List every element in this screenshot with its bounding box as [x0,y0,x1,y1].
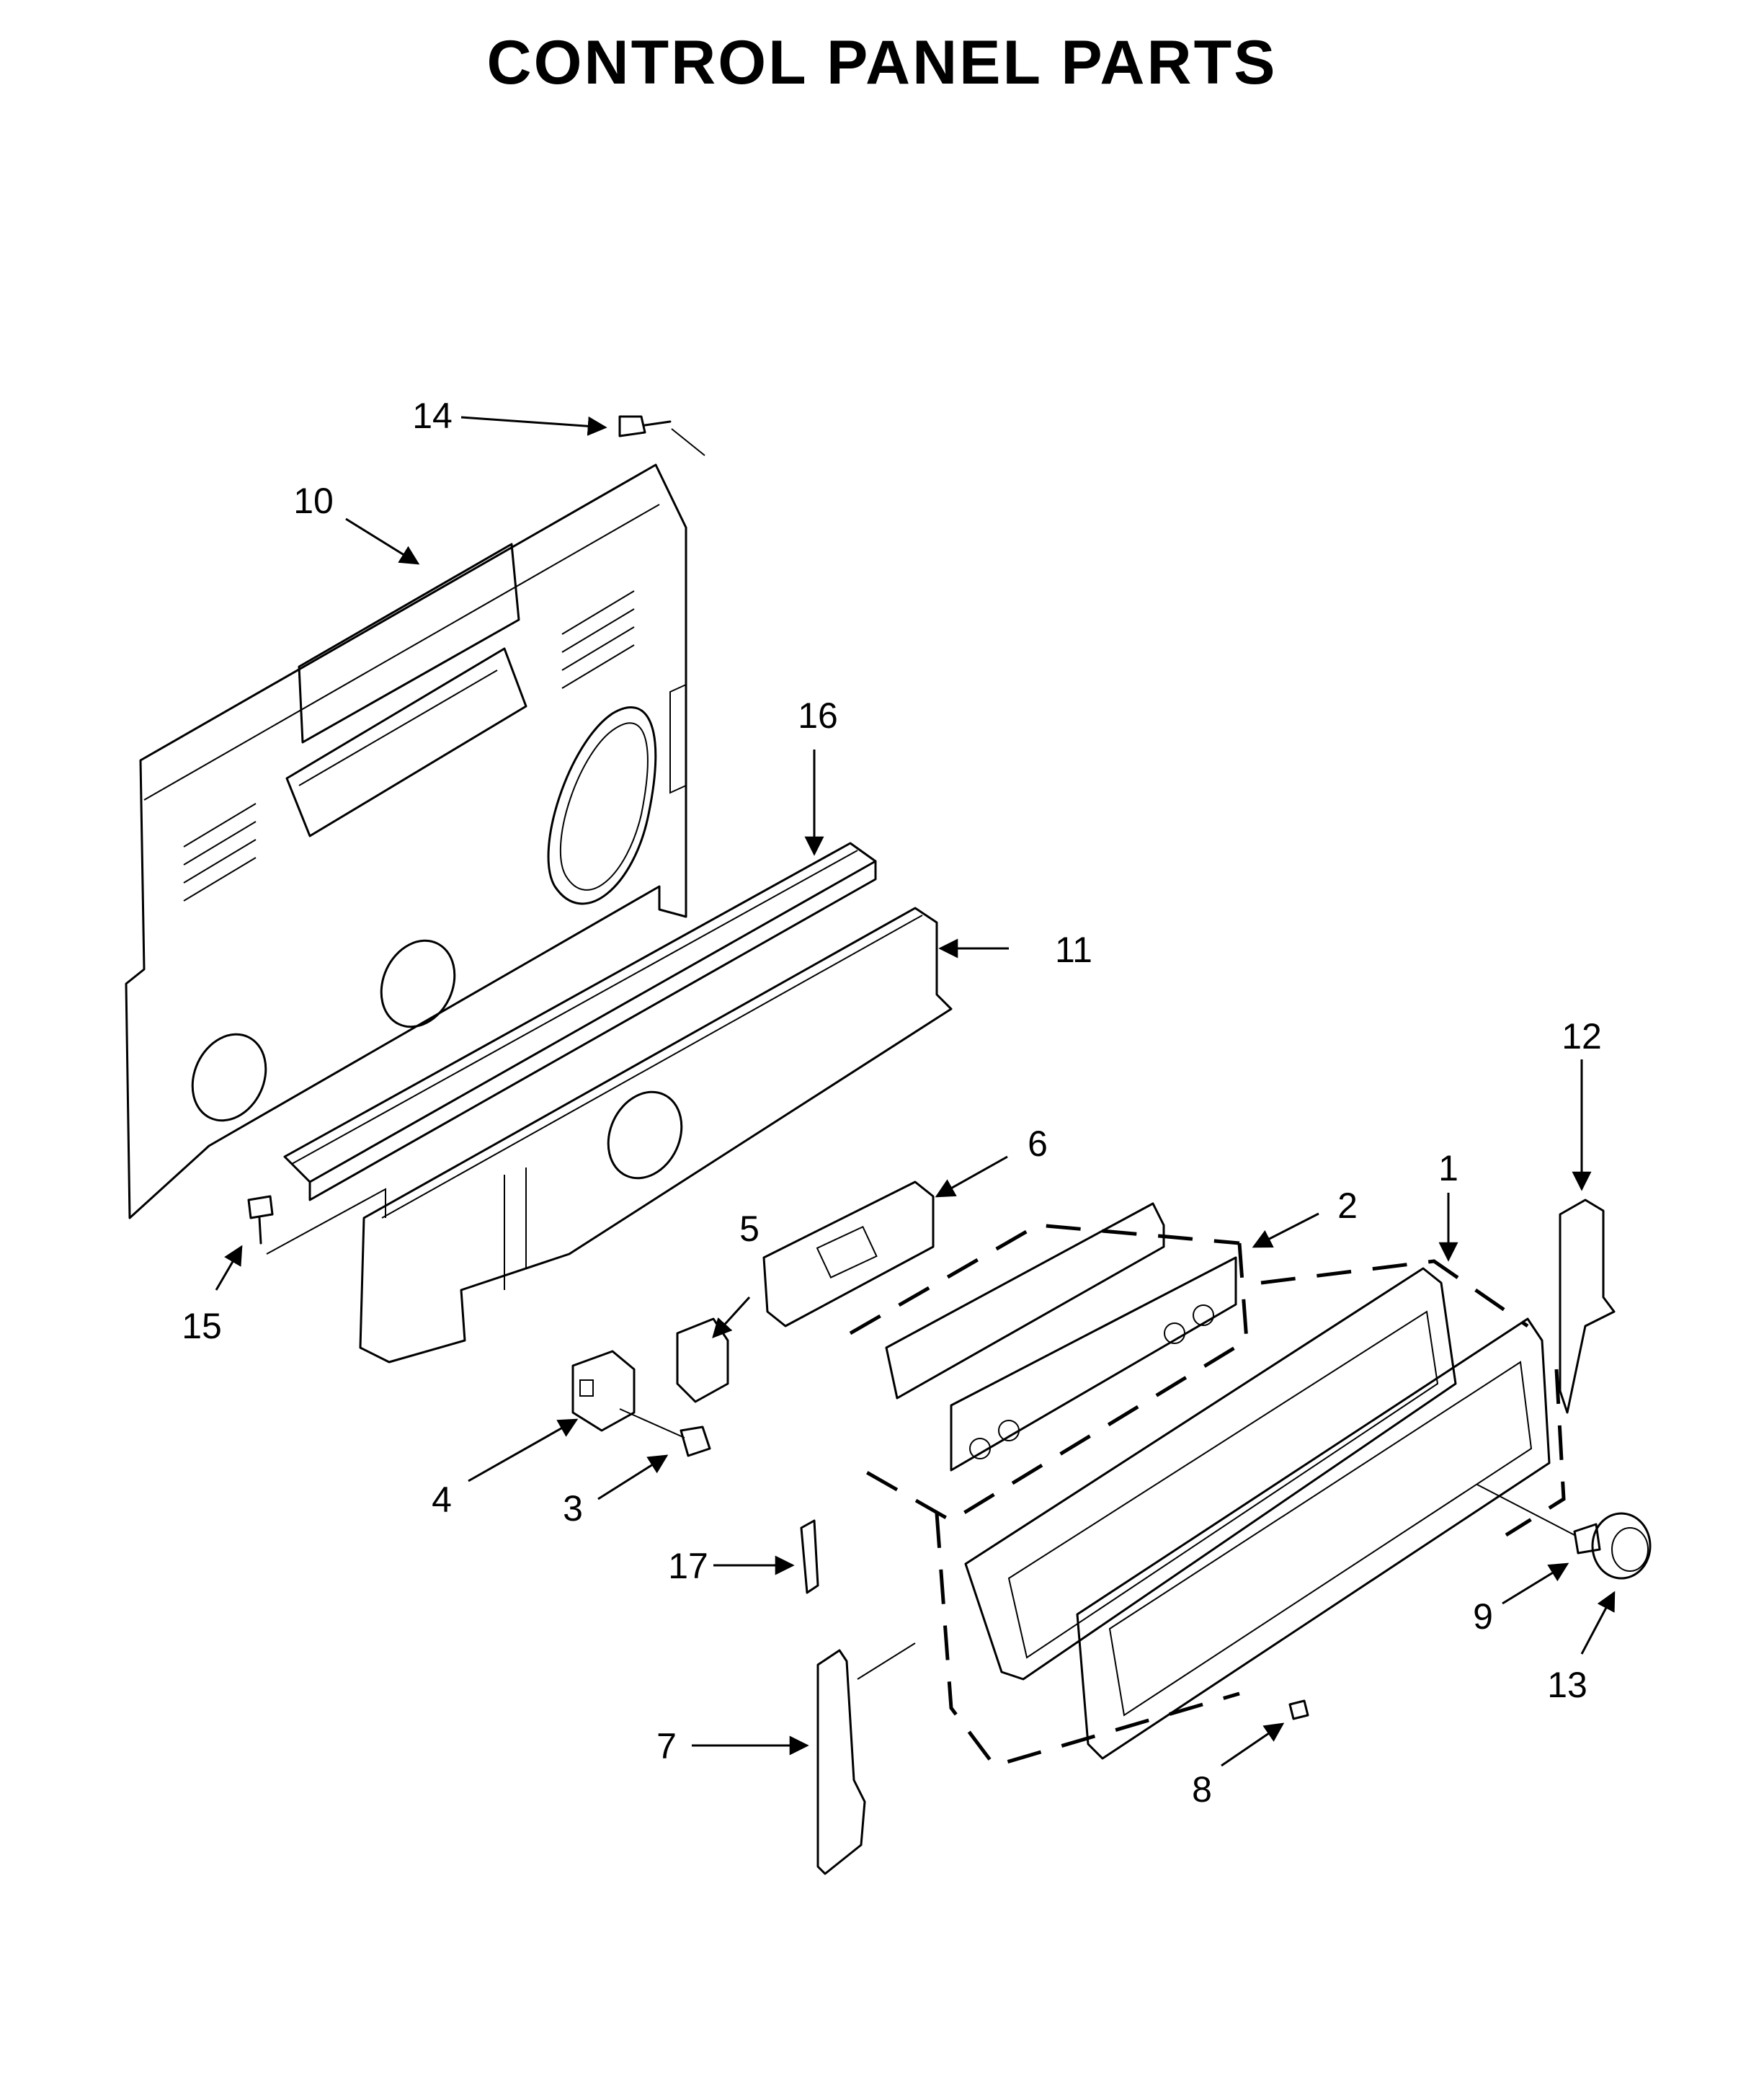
callout-14: 14 [412,396,453,436]
callout-6: 6 [1028,1124,1048,1164]
callout-9: 9 [1473,1596,1493,1637]
callout-15: 15 [182,1306,222,1346]
callout-3: 3 [563,1488,583,1529]
part-7-side-bracket [816,1642,916,1875]
part-14-screw [618,415,705,456]
part-11-lower-panel [359,907,953,1364]
callout-16: 16 [798,695,838,736]
callout-1: 1 [1438,1148,1458,1188]
part-10-rear-panel [125,463,687,1219]
part-9-13-knob [1476,1484,1652,1580]
part-5-relay [676,1317,729,1403]
callout-5: 5 [739,1209,760,1249]
callout-11: 11 [1055,930,1092,970]
part-3-knob-shaft [619,1408,711,1457]
part-17-clip [800,1519,819,1594]
part-1-trim [935,1259,1566,1768]
part-15-screw [247,1188,386,1255]
callout-13: 13 [1547,1665,1587,1705]
callout-2: 2 [1337,1186,1358,1226]
callout-8: 8 [1192,1769,1212,1810]
callout-4: 4 [432,1480,452,1520]
part-6-control-board [762,1180,935,1327]
callout-17: 17 [668,1546,708,1586]
diagram-title: CONTROL PANEL PARTS [486,28,1278,97]
callout-labels: 1 2 3 4 5 6 7 8 9 10 11 12 13 14 15 16 1… [182,396,1602,1810]
part-8-inner-frame [1076,1317,1551,1760]
part-12-side-bracket [1559,1198,1616,1414]
callout-10: 10 [293,481,334,521]
leader-lines [215,416,1616,1767]
part-16-bracket [283,842,877,1201]
part-4-switch [571,1350,636,1432]
callout-7: 7 [656,1726,677,1766]
part-2-overlay-assembly [849,1202,1249,1523]
callout-12: 12 [1562,1016,1602,1057]
